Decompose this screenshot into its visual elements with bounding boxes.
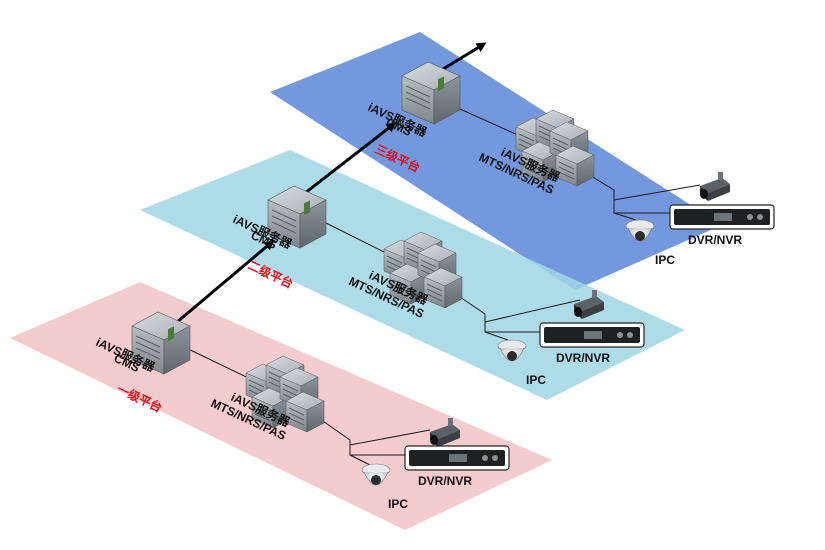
tier2-dvr-label: DVR/NVR [556,351,610,365]
tier3-box-camera [700,172,730,201]
tier1-dvr-label: DVR/NVR [418,474,472,488]
tier3-platform [270,32,722,290]
tier1-dvr [404,445,510,471]
tier3-ipc-label: IPC [655,253,675,267]
tier2-ipc-label: IPC [526,373,546,387]
tier2-dvr [539,322,645,348]
tier1-ipc-label: IPC [388,497,408,511]
tier3-dvr [669,204,775,230]
tier3-dvr-label: DVR/NVR [688,233,742,247]
network-links [179,99,701,466]
